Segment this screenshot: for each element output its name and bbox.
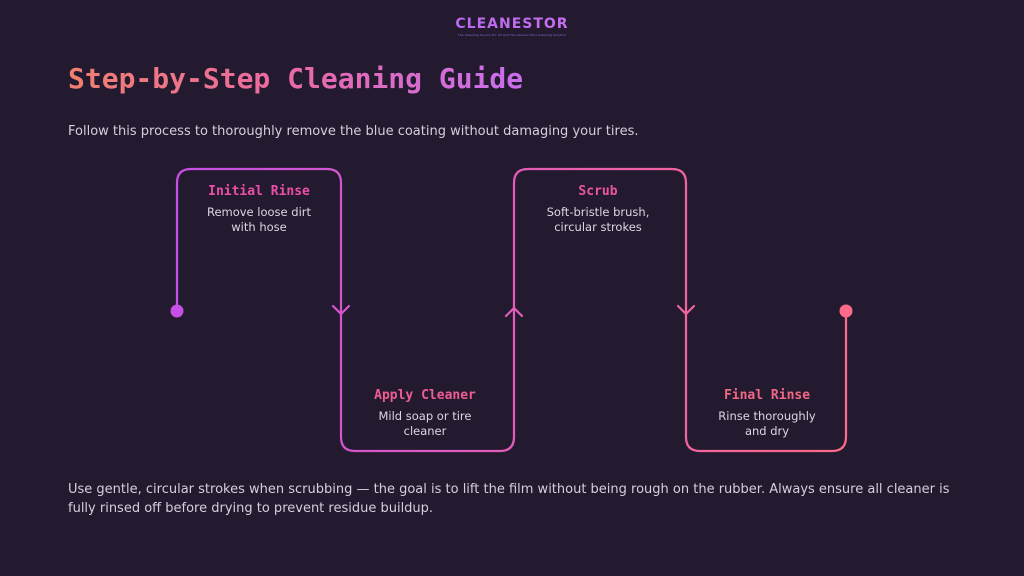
arrow-down-icon xyxy=(331,304,351,316)
step-title: Final Rinse xyxy=(723,388,811,403)
flow-line xyxy=(175,167,848,453)
step-title: Apply Cleaner xyxy=(374,388,476,403)
step-description: Remove loose dirt with hose xyxy=(206,205,312,234)
step-description: Soft-bristle brush, circular strokes xyxy=(546,205,650,234)
flow-start-dot xyxy=(170,304,184,318)
step-apply-cleaner: Apply Cleaner Mild soap or tire cleaner xyxy=(350,388,500,439)
page-title: Step-by-Step Cleaning Guide xyxy=(68,62,524,95)
step-description: Mild soap or tire cleaner xyxy=(378,409,472,438)
step-title: Scrub xyxy=(578,184,618,199)
arrow-up-icon xyxy=(504,306,524,318)
step-title: Initial Rinse xyxy=(208,184,310,199)
step-scrub: Scrub Soft-bristle brush, circular strok… xyxy=(523,184,673,235)
arrow-down-icon xyxy=(676,304,696,316)
brand-tagline: The Cleaning Source For All And The Chos… xyxy=(457,33,567,37)
brand-logo: CLEANESTOR The Cleaning Source For All A… xyxy=(0,16,1024,37)
step-final-rinse: Final Rinse Rinse thoroughly and dry xyxy=(692,388,842,439)
outro-text: Use gentle, circular strokes when scrubb… xyxy=(68,482,950,516)
flow-end-dot xyxy=(839,304,853,318)
brand-name: CLEANESTOR xyxy=(0,16,1024,32)
intro-text: Follow this process to thoroughly remove… xyxy=(68,124,639,139)
step-description: Rinse thoroughly and dry xyxy=(718,409,816,438)
step-initial-rinse: Initial Rinse Remove loose dirt with hos… xyxy=(184,184,334,235)
